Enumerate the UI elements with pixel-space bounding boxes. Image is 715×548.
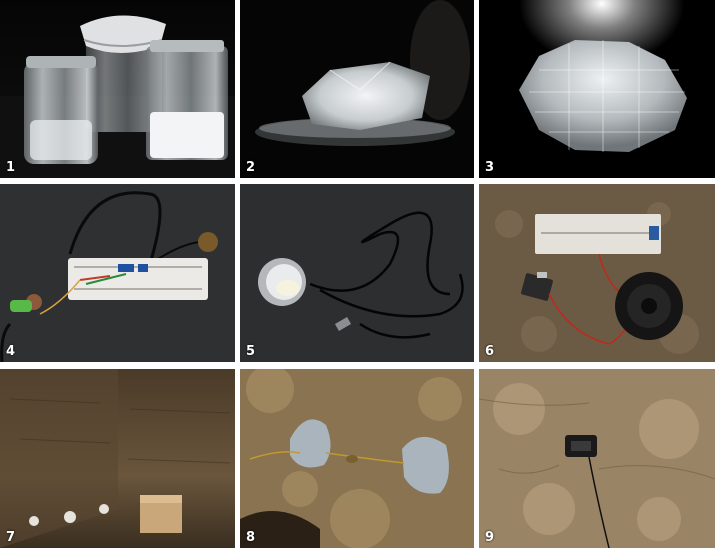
crystal-on-dish-photo	[240, 0, 474, 178]
panel-4-breadboard-circuit: 4	[0, 184, 235, 362]
cave-room-photo	[0, 369, 235, 548]
panel-number: 6	[485, 344, 495, 359]
panel-number: 9	[485, 530, 495, 545]
panel-number: 7	[6, 530, 16, 545]
panel-number: 5	[246, 344, 256, 359]
panel-1-salt-jars: 1	[0, 0, 235, 178]
panel-2-crystal-on-dish: 2	[240, 0, 474, 178]
cup-with-cable-photo	[240, 184, 474, 362]
panel-number: 4	[6, 344, 16, 359]
breadboard-circuit-photo	[0, 184, 235, 362]
panel-number: 2	[246, 160, 256, 175]
salt-jars-photo	[0, 0, 235, 178]
circuit-with-speaker-photo	[479, 184, 715, 362]
panel-number: 1	[6, 160, 16, 175]
panel-7-cave-room: 7	[0, 369, 235, 548]
panel-8-crystals-on-rock: 8	[240, 369, 474, 548]
panel-5-crystal-in-cup-with-cable: 5	[240, 184, 474, 362]
panel-number: 8	[246, 530, 256, 545]
panel-3-salt-crystal-closeup: 3	[479, 0, 715, 178]
crystals-on-rock-photo	[240, 369, 474, 548]
panel-6-circuit-with-speaker: 6	[479, 184, 715, 362]
panel-number: 3	[485, 160, 495, 175]
salt-crystal-photo	[479, 0, 715, 178]
panel-9-device-in-wall: 9	[479, 369, 715, 548]
device-in-wall-photo	[479, 369, 715, 548]
